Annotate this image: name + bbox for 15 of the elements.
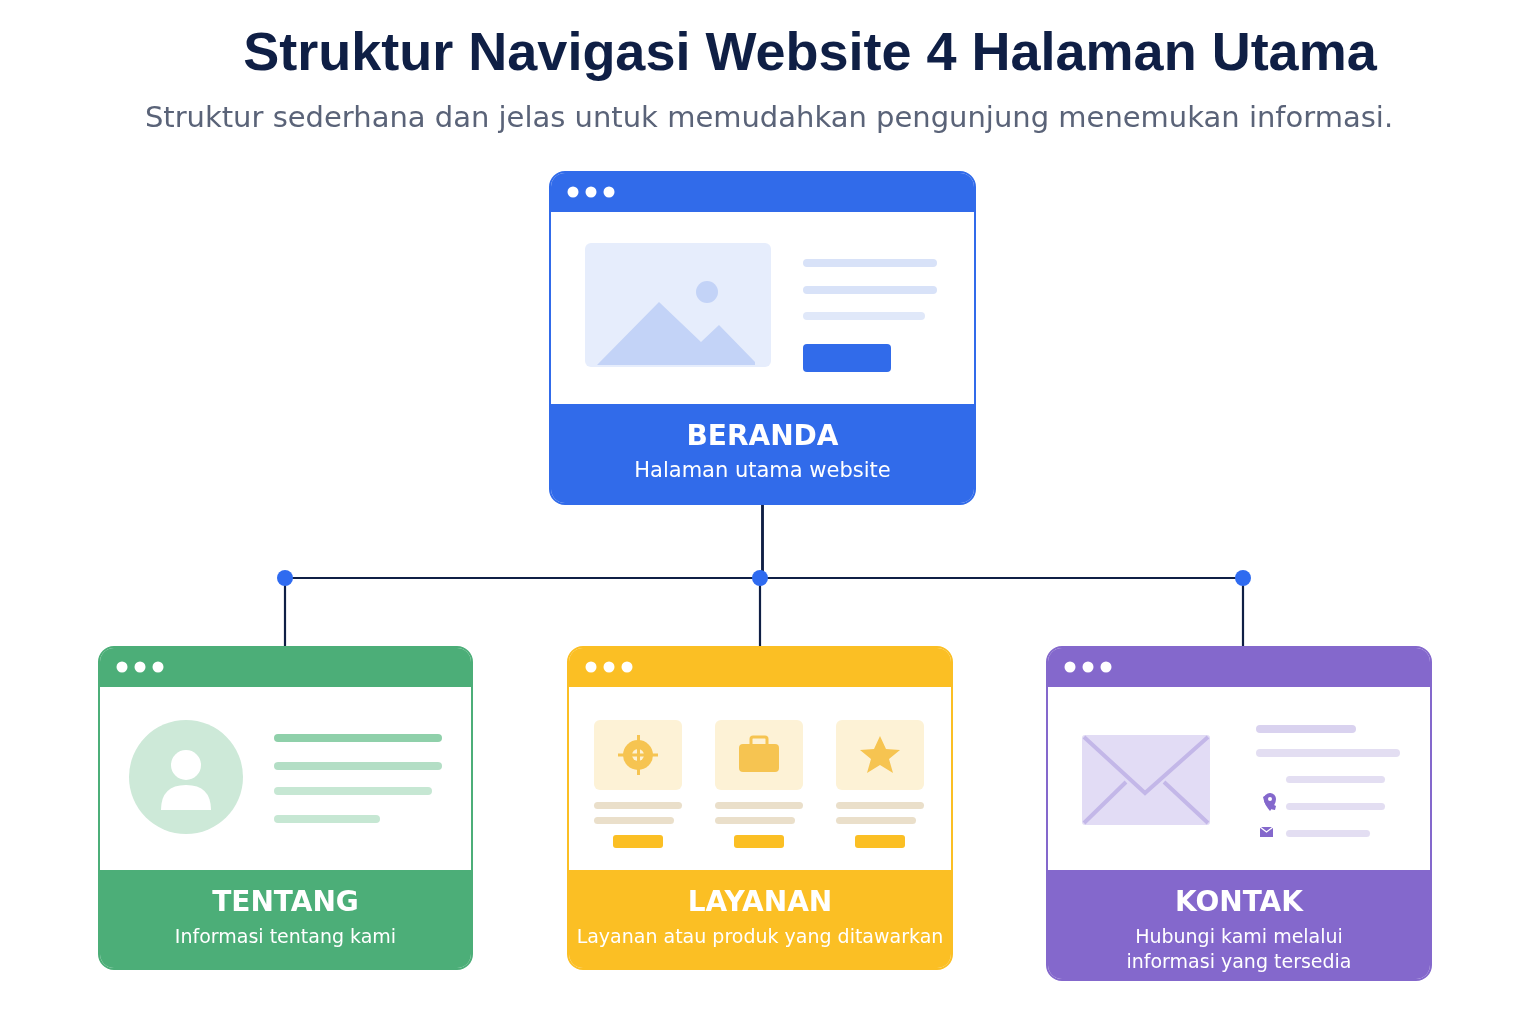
webpage-card	[567, 646, 953, 970]
webpage-card	[1046, 646, 1432, 981]
page-description: Informasi tentang kami	[174, 924, 397, 949]
page-title: TENTANG	[212, 884, 359, 920]
connector-line	[761, 505, 1245, 646]
page-title: BERANDA	[686, 418, 839, 454]
page-title: KONTAK	[1175, 884, 1303, 920]
page-title: LAYANAN	[687, 884, 833, 920]
page-description: Halaman utama website	[634, 458, 891, 483]
subtitle: Struktur sederhana dan jelas untuk memudahkan pengunjung menemukan informasi.	[144, 100, 1394, 134]
title: Struktur Navigasi Website 4 Halaman Utama	[243, 20, 1377, 82]
page-description: Hubungi kami melalui informasi yang tersedia	[1125, 924, 1353, 974]
page-description: Layanan atau produk yang ditawarkan	[576, 924, 944, 949]
webpage-card	[549, 171, 976, 505]
webpage-card	[98, 646, 473, 970]
